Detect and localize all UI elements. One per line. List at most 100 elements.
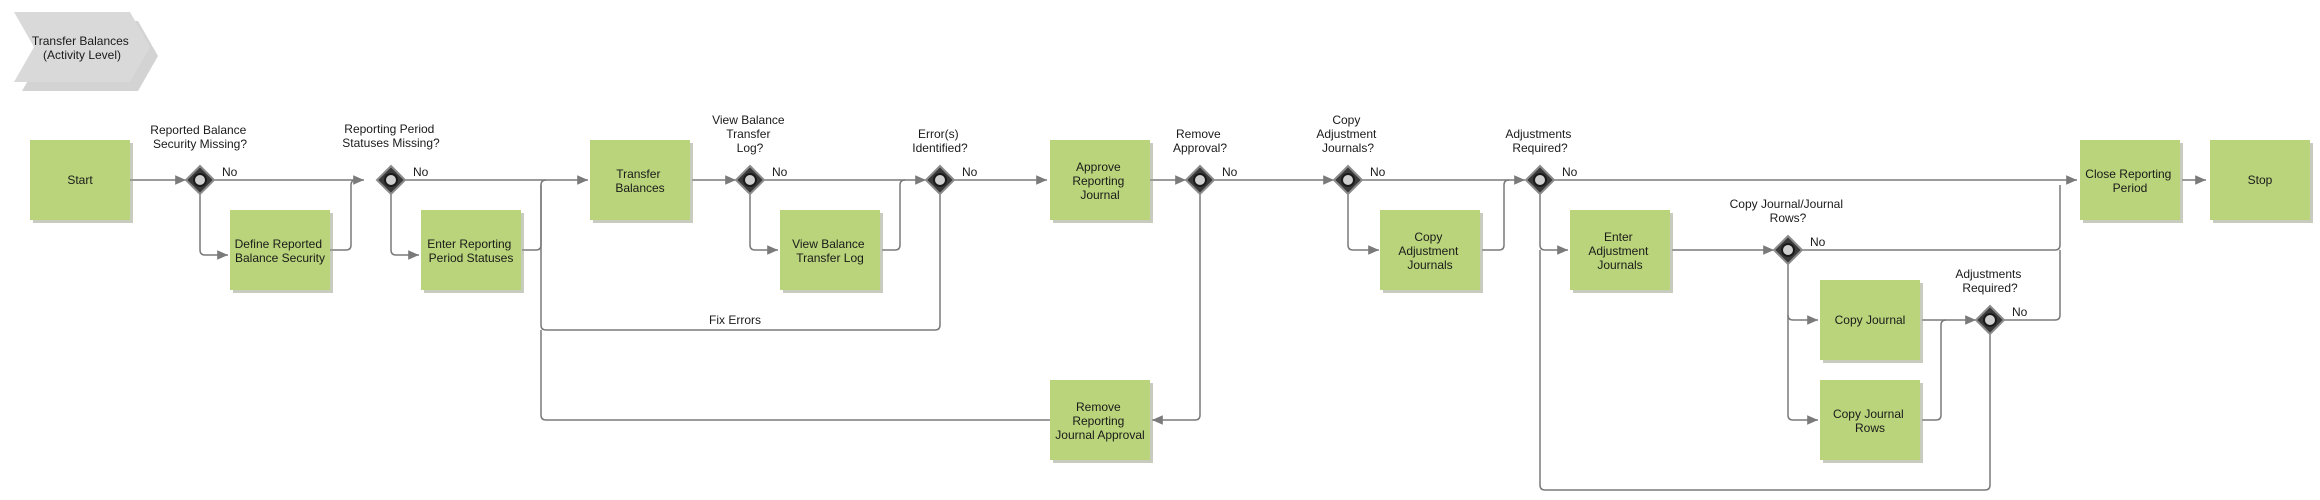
no-label: No: [1562, 165, 1578, 179]
question-line: Required?: [1962, 281, 2018, 295]
question-line: Error(s): [918, 127, 959, 141]
flow-viewlog-to-g4: [882, 179, 906, 251]
gateway-question: Adjustments Required?: [1955, 267, 2024, 295]
activity-label: Approve: [1076, 160, 1121, 174]
activity-label: Define Reported: [235, 237, 322, 251]
activity-label: Period: [2113, 181, 2148, 195]
gateway-view-balance-transfer-log: [734, 164, 766, 196]
flow-g5-yes: [1152, 194, 1201, 425]
activity-start: Start: [30, 140, 133, 223]
flow-g2-yes: [390, 194, 419, 260]
activity-label: Enter Reporting: [427, 237, 511, 251]
no-label: No: [222, 165, 238, 179]
activity-label: Start: [67, 173, 93, 187]
activity-label: Adjustment: [1398, 244, 1459, 258]
gateway-question: Adjustments Required?: [1505, 127, 1574, 155]
svg-text:Transfer Balances: Transfer Balances: [615, 167, 664, 195]
no-label: No: [962, 165, 978, 179]
question-line: Log?: [737, 141, 764, 155]
question-line: Copy Journal/Journal: [1730, 197, 1843, 211]
svg-text:Copy Journal Rows: Copy Journal Rows: [1833, 407, 1907, 435]
gateway-remove-approval: [1184, 164, 1216, 196]
gateway-reporting-period-statuses-missing: [375, 164, 407, 196]
question-line: Required?: [1512, 141, 1568, 155]
activity-label: Period Statuses: [429, 251, 514, 265]
flow-g8-to-copyrows: [1787, 315, 1818, 425]
flow-g3-yes: [749, 194, 778, 255]
activity-label: View Balance: [792, 237, 865, 251]
activity-label: Balance Security: [235, 251, 325, 265]
header-line: Transfer Balances: [32, 34, 129, 48]
question-line: Adjustment: [1316, 127, 1377, 141]
svg-text:Copy Journal: Copy Journal: [1835, 313, 1906, 327]
activity-transfer-balances: Transfer Balances: [590, 140, 693, 223]
activity-label: Journals: [1597, 258, 1642, 272]
activity-label: Transfer: [616, 167, 660, 181]
gateway-question: Reporting Period Statuses Missing?: [342, 122, 440, 150]
activity-label: Copy Journal: [1833, 407, 1904, 421]
flow-fix-errors: [540, 185, 941, 331]
question-line: Reported Balance: [150, 123, 246, 137]
gateway-adjustments-required-inner: [1974, 304, 2006, 336]
question-line: Rows?: [1770, 211, 1807, 225]
flow-g9-loop: [1539, 250, 1991, 491]
gateway-question: Reported Balance Security Missing?: [150, 123, 249, 151]
activity-copy-journal-rows: Copy Journal Rows: [1820, 380, 1923, 463]
flow-g6-yes: [1347, 194, 1379, 255]
header-label: Transfer Balances (Activity Level): [32, 34, 132, 62]
flow-copyadj-to-g7: [1482, 179, 1510, 251]
activity-label: Journals: [1407, 258, 1452, 272]
question-line: Adjustments: [1955, 267, 2021, 281]
no-label: No: [1370, 165, 1386, 179]
activity-label: Stop: [2248, 173, 2273, 187]
question-line: Reporting Period: [344, 122, 434, 136]
activity-copy-adjustment-journals: Copy Adjustment Journals: [1380, 210, 1483, 293]
activity-label: Enter: [1604, 230, 1633, 244]
no-label: No: [1810, 235, 1826, 249]
connectors: [130, 175, 2206, 491]
question-line: Approval?: [1173, 141, 1227, 155]
question-line: Statuses Missing?: [342, 136, 440, 150]
question-line: Security Missing?: [153, 137, 247, 151]
header-line: (Activity Level): [43, 48, 121, 62]
no-label: No: [1222, 165, 1238, 179]
activity-label: Journal Approval: [1055, 428, 1144, 442]
activity-define-reported-balance-security: Define Reported Balance Security: [230, 210, 333, 293]
activity-stop: Stop: [2210, 140, 2313, 223]
activity-copy-journal: Copy Journal: [1820, 280, 1923, 363]
gateway-question: Remove Approval?: [1173, 127, 1227, 155]
gateway-question: Copy Adjustment Journals?: [1316, 113, 1379, 155]
activity-label: Rows: [1855, 421, 1885, 435]
activity-level-header: Transfer Balances (Activity Level): [14, 12, 158, 91]
flow-g8-no: [1801, 185, 2061, 251]
activity-remove-reporting-journal-approval: Remove Reporting Journal Approval: [1050, 380, 1153, 463]
activity-close-reporting-period: Close Reporting Period: [2080, 140, 2183, 223]
flow-g8-to-copyjournal: [1787, 264, 1818, 325]
gateway-copy-journal-or-rows: [1772, 234, 1804, 266]
question-line: Transfer: [726, 127, 770, 141]
activity-label: Remove: [1076, 400, 1121, 414]
flow-g9-no: [2003, 250, 2061, 321]
flow-remove-back: [540, 330, 1050, 421]
svg-text:Stop: Stop: [2248, 173, 2273, 187]
activity-enter-reporting-period-statuses: Enter Reporting Period Statuses: [421, 210, 524, 293]
gateway-copy-adjustment-journals: [1332, 164, 1364, 196]
activity-label: Reporting: [1072, 174, 1124, 188]
fix-errors-label: Fix Errors: [709, 313, 761, 327]
question-line: Identified?: [912, 141, 968, 155]
svg-text:View Balance Transfer Lo: View Balance Transfer Log: [792, 237, 868, 265]
gateway-errors-identified: [924, 164, 956, 196]
question-line: Copy: [1332, 113, 1360, 127]
no-label: No: [2012, 305, 2028, 319]
activity-label: Transfer Log: [796, 251, 864, 265]
activity-label: Adjustment: [1588, 244, 1649, 258]
svg-text:Approve Reporting: Approve Reporting Journal: [1072, 160, 1127, 202]
svg-text:Start: Start: [67, 173, 93, 187]
gateway-question: Copy Journal/Journal Rows?: [1730, 197, 1847, 225]
question-line: Adjustments: [1505, 127, 1571, 141]
svg-text:Enter Adjustment J: Enter Adjustment Journals: [1588, 230, 1651, 272]
svg-text:Define Reported Balance: Define Reported Balance Security: [235, 237, 326, 265]
activity-label: Copy: [1414, 230, 1442, 244]
flow-enter-to-merge: [522, 179, 547, 251]
activity-label: Copy Journal: [1835, 313, 1906, 327]
